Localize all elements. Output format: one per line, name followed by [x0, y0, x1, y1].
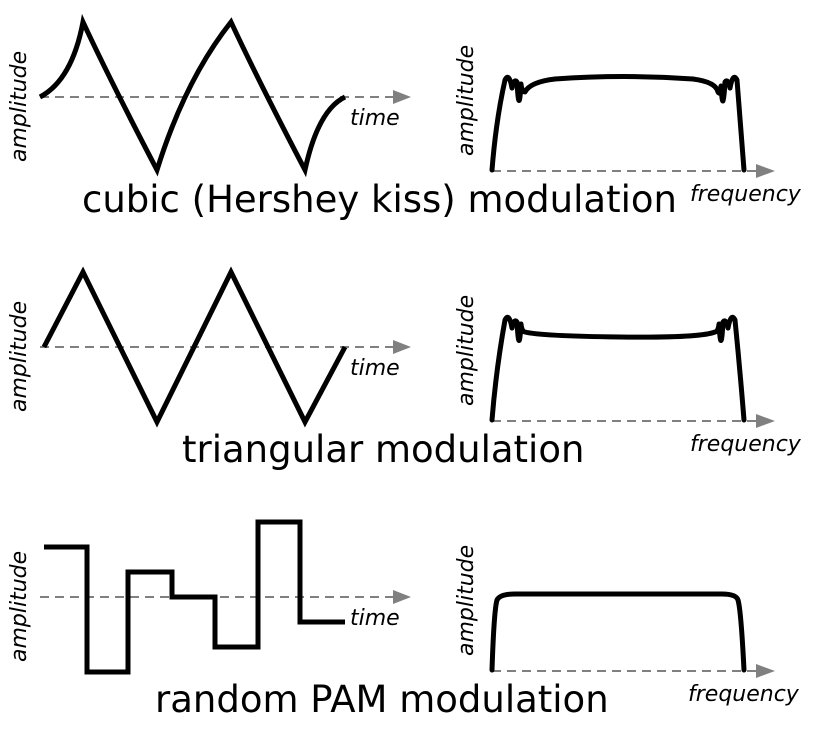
frequency-axis-arrowhead [756, 164, 775, 178]
pam-spectrum [489, 591, 747, 673]
time-label: time [350, 606, 400, 631]
frequency-label: frequency [690, 182, 802, 207]
spectrum-panel-triangular: amplitude frequency [454, 295, 802, 457]
triangular-spectrum [489, 314, 747, 423]
time-axis-arrowhead [393, 340, 411, 354]
row-caption: random PAM modulation [155, 678, 609, 721]
amplitude-label: amplitude [454, 545, 479, 656]
cubic-spectrum [489, 74, 747, 173]
row-pam: amplitude time amplitude frequency rando… [7, 519, 800, 721]
triangular-waveform [41, 266, 348, 428]
row-caption: triangular modulation [182, 428, 584, 471]
amplitude-label: amplitude [454, 295, 479, 406]
time-panel-pam: amplitude time [7, 519, 411, 675]
cubic-waveform [38, 13, 347, 178]
amplitude-label: amplitude [7, 51, 32, 162]
pam-waveform [44, 519, 345, 675]
spectrum-panel-cubic: amplitude frequency [454, 45, 802, 207]
time-panel-cubic: amplitude time [7, 13, 411, 178]
amplitude-label: amplitude [454, 45, 479, 156]
amplitude-label: amplitude [7, 551, 32, 662]
time-label: time [350, 356, 400, 381]
row-cubic: amplitude time amplitude frequency cubic… [7, 13, 802, 221]
spectrum-panel-pam: amplitude frequency [454, 545, 800, 707]
row-caption: cubic (Hershey kiss) modulation [82, 178, 677, 221]
row-triangular: amplitude time amplitude frequency trian… [7, 266, 802, 471]
frequency-label: frequency [690, 432, 802, 457]
frequency-axis-arrowhead [756, 664, 775, 678]
time-axis-arrowhead [393, 90, 411, 104]
amplitude-label: amplitude [7, 301, 32, 412]
time-label: time [350, 106, 400, 131]
frequency-label: frequency [688, 682, 800, 707]
time-axis-arrowhead [393, 590, 411, 604]
frequency-axis-arrowhead [756, 414, 775, 428]
time-panel-triangular: amplitude time [7, 266, 411, 428]
